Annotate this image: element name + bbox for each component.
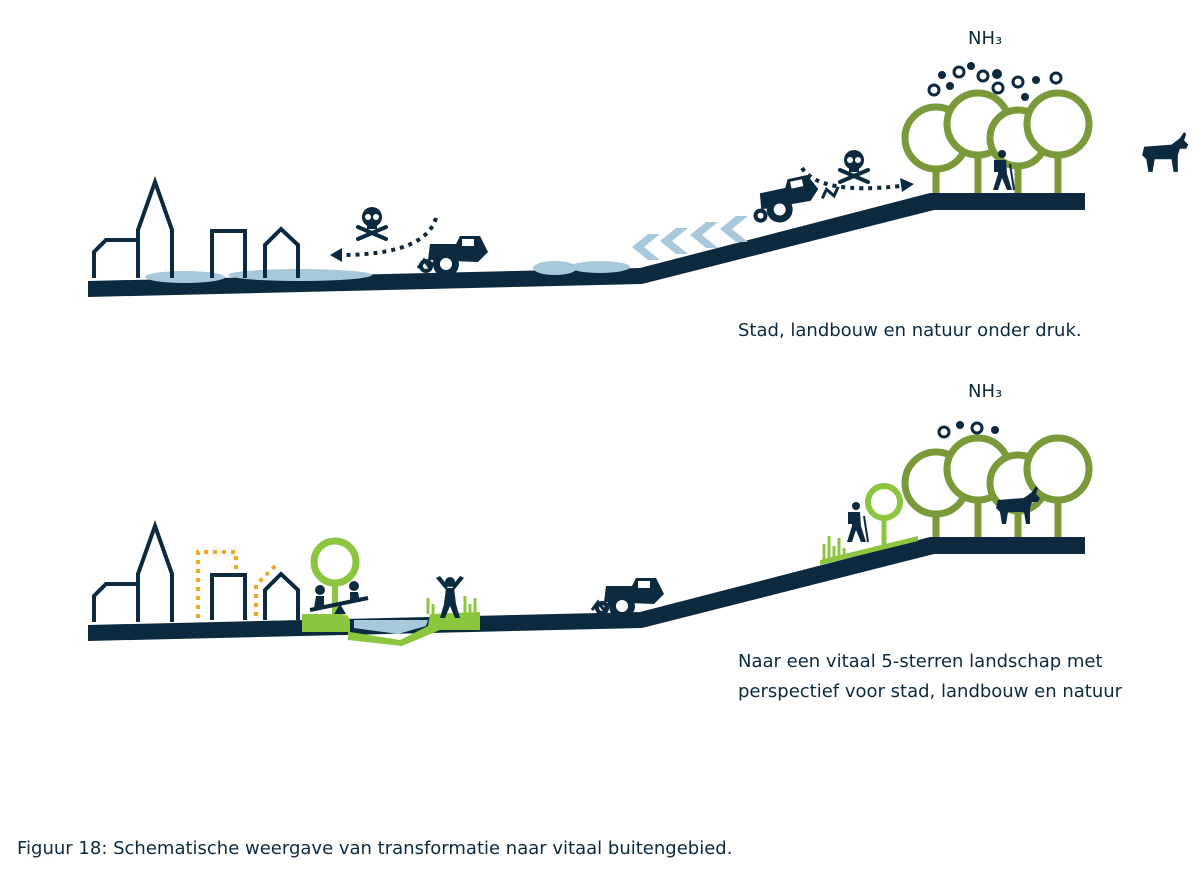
figure-caption: Figuur 18: Schematische weergave van tra… — [17, 838, 733, 859]
seesaw-icon — [309, 581, 369, 614]
park-wetland — [302, 612, 480, 646]
nh3-label-bottom: NH₃ — [968, 381, 1002, 402]
ground-bottom — [88, 537, 1085, 641]
tall-grass-park — [426, 596, 477, 614]
skull-icon — [838, 148, 870, 184]
town-top — [92, 176, 300, 278]
lime-tree-park — [310, 537, 360, 587]
urban-expansion-dotted — [196, 550, 278, 618]
ammonia-particles-bottom — [937, 421, 999, 439]
forest-top — [901, 89, 1093, 196]
deer-icon — [1142, 132, 1189, 172]
town-bottom — [92, 520, 300, 622]
ammonia-particles-top — [927, 62, 1063, 101]
arrowhead-left-icon — [330, 248, 342, 262]
person-cheering-icon — [436, 576, 464, 618]
water-wetland — [354, 620, 428, 634]
tall-grass-slope — [822, 536, 846, 560]
dotted-arrow-right — [800, 166, 901, 191]
runoff-chevrons — [632, 216, 748, 260]
tractor-icon — [747, 173, 840, 228]
skull-icon — [356, 205, 388, 241]
ground-top — [88, 193, 1085, 297]
top-panel — [88, 62, 1189, 297]
tractor-icon — [590, 578, 664, 619]
lime-tree-slope — [865, 483, 903, 521]
bottom-panel-caption-line1: Naar een vitaal 5-sterren landschap met — [738, 651, 1103, 672]
meadow-slope — [820, 536, 918, 565]
forest-bottom — [901, 434, 1093, 541]
top-panel-caption: Stad, landbouw en natuur onder druk. — [738, 320, 1082, 341]
tractor-icon — [416, 236, 488, 277]
bottom-panel — [88, 421, 1093, 646]
nh3-label-top: NH₃ — [968, 28, 1002, 49]
hiker-icon — [846, 501, 869, 543]
bottom-panel-caption-line2: perspectief voor stad, landbouw en natuu… — [738, 681, 1123, 702]
dotted-arrow-left — [339, 217, 438, 257]
arrowhead-right-icon — [900, 178, 914, 192]
